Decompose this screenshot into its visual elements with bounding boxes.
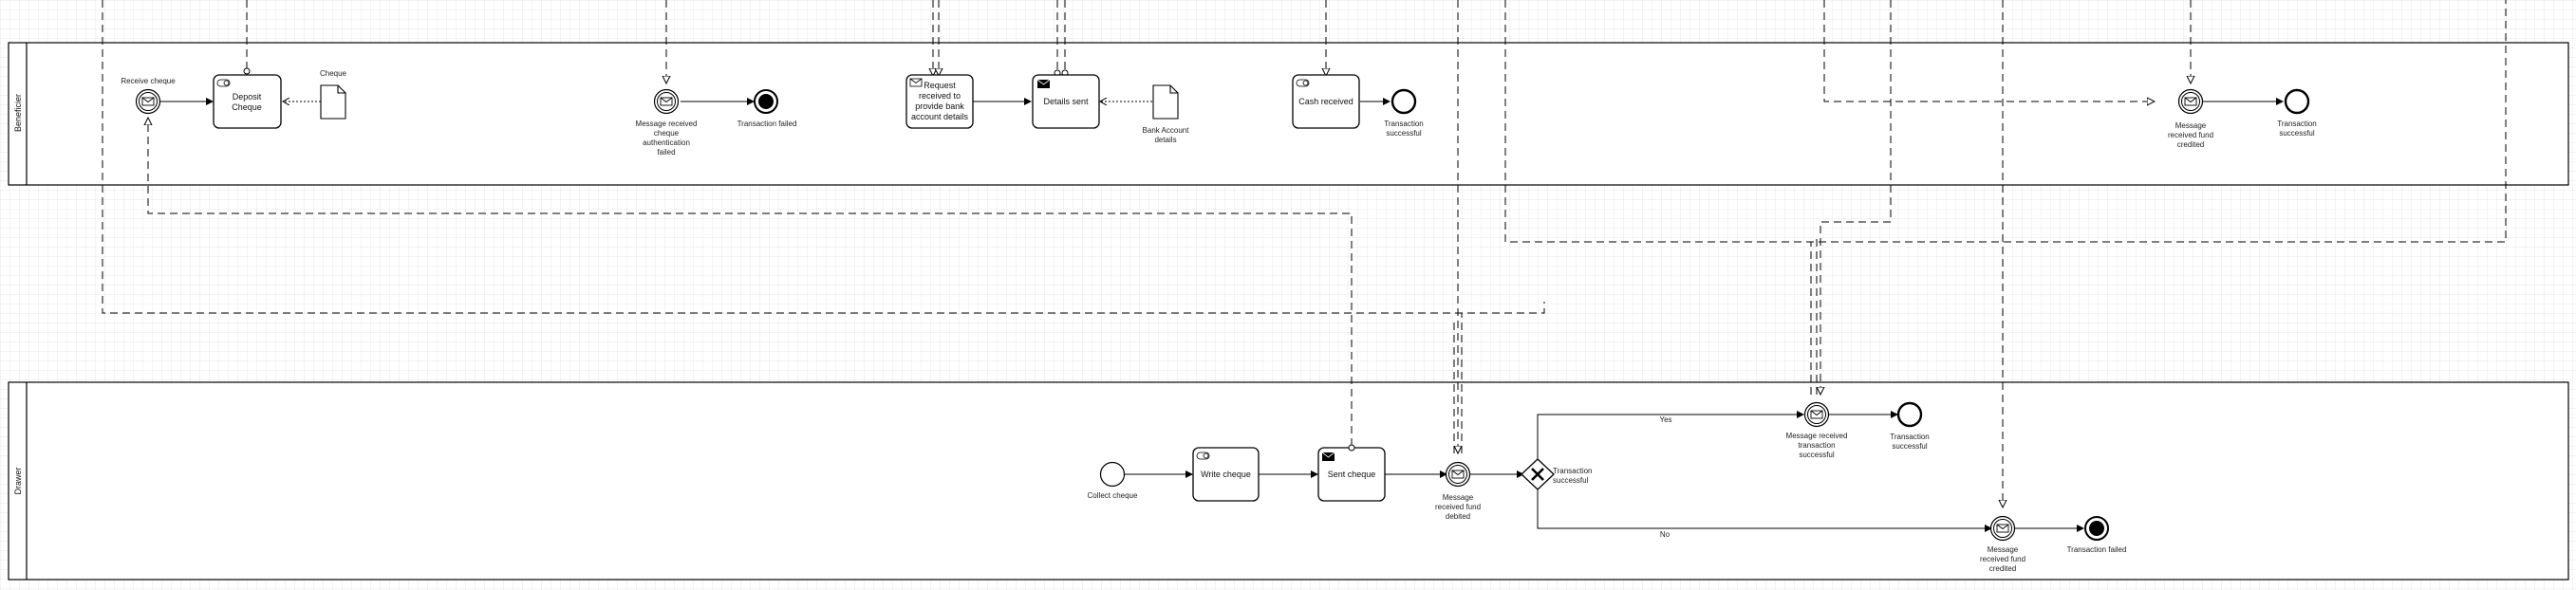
event-msg-fund-debited[interactable] — [1445, 461, 1471, 488]
end-event-transaction-failed[interactable] — [754, 89, 778, 114]
data-object-bank-account-details[interactable] — [1152, 84, 1179, 120]
service-task-icon — [216, 79, 231, 87]
label-msg-fund-credited-drawer: Message received fund credited — [1979, 545, 2026, 573]
lane-label-drawer: Drawer — [13, 467, 23, 495]
task-sent-cheque[interactable] — [1317, 444, 1386, 502]
label-gateway-transaction-successful: Transaction successful — [1553, 467, 1593, 485]
label-receive-cheque: Receive cheque — [121, 77, 176, 85]
service-task-icon — [1296, 79, 1310, 87]
label-yes: Yes — [1659, 415, 1672, 424]
task-request-received[interactable] — [905, 74, 974, 129]
filled-envelope-icon — [1321, 452, 1335, 461]
task-cash-received[interactable] — [1292, 74, 1360, 129]
gateway-transaction-successful[interactable] — [1521, 458, 1555, 490]
envelope-icon — [141, 97, 155, 106]
label-write-cheque: Write cheque — [1201, 469, 1251, 479]
label-cash-received: Cash received — [1298, 96, 1353, 106]
task-details-sent[interactable] — [1032, 74, 1100, 129]
envelope-icon — [909, 78, 923, 87]
event-msg-fund-credited-drawer[interactable] — [1989, 515, 2016, 542]
pool-drawer — [8, 381, 2569, 581]
event-msg-transaction-successful[interactable] — [1803, 401, 1830, 428]
label-cheque: Cheque — [319, 69, 347, 78]
end-event-transaction-successful-drawer[interactable] — [1896, 401, 1923, 428]
label-msg-auth-failed: Message received cheque authentication f… — [635, 120, 698, 157]
label-collect-cheque: Collect cheque — [1087, 491, 1138, 500]
label-transaction-successful-2: Transaction successful — [2277, 120, 2317, 138]
msg-flow-top-8 — [1504, 0, 2507, 243]
label-sent-cheque: Sent cheque — [1327, 469, 1376, 479]
data-object-cheque[interactable] — [320, 84, 346, 120]
end-event-transaction-failed-drawer[interactable] — [2084, 516, 2109, 541]
service-task-icon — [1196, 452, 1210, 460]
label-msg-transaction-successful: Message received transaction successful — [1785, 432, 1848, 459]
label-request-received: Request received to provide bank account… — [910, 81, 969, 121]
end-event-transaction-successful-2[interactable] — [2284, 88, 2310, 115]
end-event-transaction-successful[interactable] — [1391, 88, 1417, 115]
message-flows — [102, 0, 2507, 507]
lane-label-beneficier: Beneficier — [13, 93, 23, 133]
label-transaction-failed: Transaction failed — [737, 120, 797, 128]
envelope-icon — [1996, 524, 2009, 533]
event-msg-fund-credited-beneficier[interactable] — [2177, 88, 2204, 115]
label-transaction-successful-drawer: Transaction successful — [1890, 433, 1930, 451]
label-msg-fund-debited: Message received fund debited — [1434, 493, 1482, 521]
message-flow-source — [1348, 444, 1355, 452]
exclusive-x-icon — [1531, 468, 1544, 481]
label-transaction-successful: Transaction successful — [1384, 120, 1424, 138]
task-write-cheque[interactable] — [1192, 447, 1260, 502]
start-event-collect-cheque[interactable] — [1099, 461, 1126, 488]
event-msg-auth-failed[interactable] — [653, 88, 680, 115]
envelope-icon — [1451, 470, 1465, 479]
filled-envelope-icon — [1036, 79, 1051, 88]
envelope-icon — [660, 97, 673, 106]
envelope-icon — [1810, 410, 1823, 419]
label-bank-account-details: Bank Account details — [1142, 126, 1189, 144]
sequence-flows-drawer — [1125, 411, 2084, 532]
label-deposit-cheque: Deposit Cheque — [232, 92, 262, 112]
label-details-sent: Details sent — [1043, 96, 1089, 106]
label-no: No — [1659, 530, 1671, 539]
msg-flow-top-10 — [1820, 0, 1892, 395]
pool-beneficier — [8, 42, 2569, 186]
event-receive-cheque[interactable] — [135, 88, 161, 115]
envelope-icon — [2184, 97, 2197, 106]
label-msg-fund-credited: Message received fund credited — [2167, 121, 2214, 149]
label-transaction-failed-drawer: Transaction failed — [2066, 545, 2127, 554]
msg-flow-receive-cheque — [148, 118, 1353, 446]
task-deposit-cheque[interactable] — [213, 74, 282, 129]
msg-flow-top-9 — [1823, 0, 2155, 101]
